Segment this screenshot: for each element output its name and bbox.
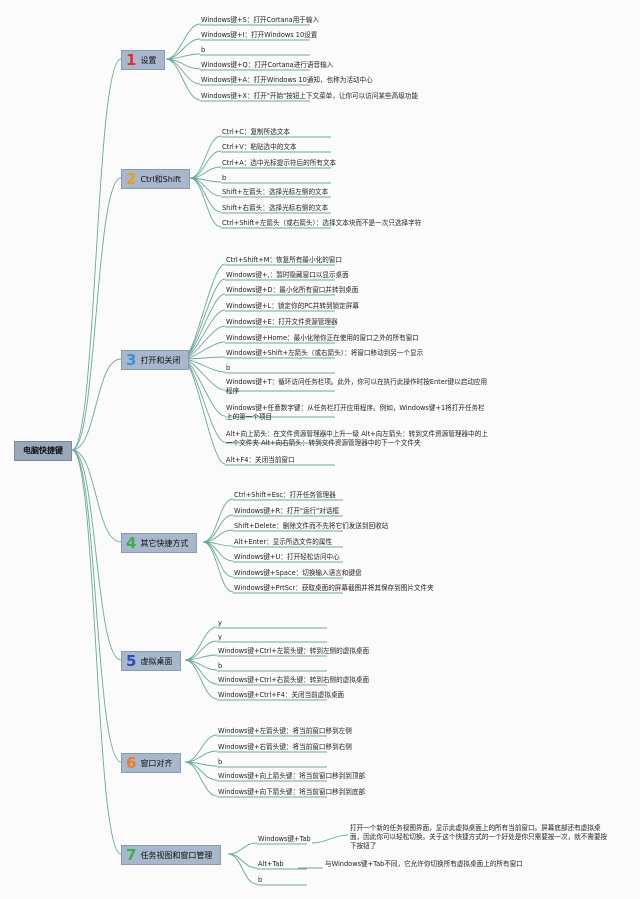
connector xyxy=(165,23,201,60)
leaf-item: Windows键+E：打开文件资源管理器 xyxy=(226,318,338,326)
leaf-item: Ctrl+Shift+左箭头（或右箭头）：选择文本块而不是一次只选择字符 xyxy=(222,219,422,227)
leaf-item: Windows键+Tab xyxy=(258,835,311,843)
leaf-item: Windows键+T：循环访问任务栏项。此外，你可以在执行此操作时按Enter键… xyxy=(226,378,488,395)
connector xyxy=(189,135,222,179)
leaf-item: Shift+左箭头：选择光标左侧的文本 xyxy=(222,188,329,196)
leaf-item: Windows键+右箭头键：将当前窗口移到右侧 xyxy=(218,743,352,751)
leaf-item: b xyxy=(201,46,206,54)
connector xyxy=(189,177,222,197)
connector xyxy=(184,659,218,700)
leaf-item: Windows键+PrtScr：获取桌面的屏幕截图并将其保存到图片文件夹 xyxy=(234,584,434,592)
connector xyxy=(202,541,234,562)
connector xyxy=(311,834,349,844)
connector xyxy=(202,541,234,578)
leaf-item: b xyxy=(222,174,227,182)
leaf-item: y xyxy=(218,619,222,627)
topic-number: 1 xyxy=(126,51,137,69)
connector xyxy=(202,498,234,543)
connector xyxy=(71,449,122,855)
leaf-item: y xyxy=(218,633,222,641)
leaf-detail: 打开一个新的任务视图界面，显示此虚拟桌面上的所有当前窗口。屏幕底部还有虚拟桌面，… xyxy=(350,824,608,850)
leaf-item: Ctrl+Shift+M：恢复所有最小化的窗口 xyxy=(226,256,342,264)
leaf-item: Ctrl+C：复制所选文本 xyxy=(222,128,291,136)
leaf-item: Alt+F4：关闭当前窗口 xyxy=(226,456,295,464)
connector xyxy=(184,761,218,797)
connector xyxy=(71,358,122,451)
connector xyxy=(184,734,218,763)
leaf-item: Windows键+Ctrl+左箭头键：转到左侧的虚拟桌面 xyxy=(218,647,370,655)
connector xyxy=(202,514,234,543)
leaf-item: b xyxy=(218,758,223,766)
leaf-item: b xyxy=(218,662,223,670)
leaf-detail: 与Windows键+Tab不同，它允许你切换所有虚拟桌面上的所有窗口 xyxy=(325,860,523,868)
leaf-item: Windows键+D：最小化所有窗口并转到桌面 xyxy=(226,286,359,294)
connector xyxy=(181,278,226,360)
connector xyxy=(165,58,201,101)
leaf-item: Windows键+U：打开轻松访问中心 xyxy=(234,553,340,561)
leaf-item: Alt+向上箭头：在文件资源管理器中上升一级 Alt+向左箭头：转到文件资源管理… xyxy=(226,430,488,447)
leaf-item: Ctrl+V：粘贴选中的文本 xyxy=(222,143,297,151)
leaf-item: Windows键+左箭头键：将当前窗口移到左侧 xyxy=(218,727,352,735)
root-node: 电脑快捷键 xyxy=(14,441,72,461)
topic-number: 4 xyxy=(126,534,137,552)
topic-number: 5 xyxy=(126,652,137,670)
topic-number: 3 xyxy=(126,351,137,369)
leaf-item: Windows键+Home：最小化除你正在使用的窗口之外的所有窗口 xyxy=(226,334,419,342)
leaf-item: Windows键+Shift+左箭头（或右箭头）：将窗口移动到另一个显示 xyxy=(226,349,424,357)
connector xyxy=(227,853,258,869)
leaf-item: Windows键+S：打开Cortana用于输入 xyxy=(201,16,320,24)
connector xyxy=(227,853,258,885)
topic-number: 7 xyxy=(126,846,137,864)
connector xyxy=(71,449,122,543)
leaf-item: b xyxy=(226,364,231,372)
connector xyxy=(71,177,122,451)
leaf-item: Windows键+,：暂时隐藏窗口以显示桌面 xyxy=(226,271,349,279)
leaf-item: Ctrl+Shift+Esc：打开任务管理器 xyxy=(234,491,336,499)
leaf-item: Windows键+I：打开Windows 10设置 xyxy=(201,31,318,39)
leaf-item: Windows键+R：打开"运行"对话框 xyxy=(234,507,339,515)
leaf-item: Ctrl+A：选中光标提示符后的所有文本 xyxy=(222,159,337,167)
leaf-item: Windows键+向下箭头键：将当前窗口移到到底部 xyxy=(218,788,366,796)
leaf-item: Windows键+Q：打开Cortana进行语音输入 xyxy=(201,61,334,69)
leaf-item: Shift+右箭头：选择光标右侧的文本 xyxy=(222,204,329,212)
connector xyxy=(189,150,222,179)
leaf-item: Windows键+X：打开"开始"按钮上下文菜单，让你可以访问某些高级功能 xyxy=(201,92,418,100)
connector xyxy=(227,842,258,855)
connector xyxy=(71,449,122,763)
leaf-item: Shift+Delete：删除文件而不先将它们发送到回收站 xyxy=(234,522,389,530)
topic-number: 2 xyxy=(126,170,137,188)
connector xyxy=(71,58,122,451)
leaf-item: Windows键+向上箭头键：将当前窗口移到到顶部 xyxy=(218,772,366,780)
connector xyxy=(71,449,122,661)
connector xyxy=(181,263,226,360)
connector xyxy=(202,541,234,593)
leaf-item: Windows键+任意数字键：从任务栏打开应用程序。例如，Windows键+1将… xyxy=(226,404,485,421)
leaf-item: Windows键+Ctrl+F4：关闭当前虚拟桌面 xyxy=(218,691,345,699)
leaf-item: Windows键+Ctrl+右箭头键：转到右侧的虚拟桌面 xyxy=(218,676,370,684)
leaf-item: Alt+Tab xyxy=(258,860,284,868)
leaf-item: Windows键+Space：切换输入语言和键盘 xyxy=(234,569,362,577)
connector xyxy=(184,761,218,781)
leaf-item: b xyxy=(258,876,263,884)
leaf-item: Windows键+A：打开Windows 10通知，也称为活动中心 xyxy=(201,76,373,84)
leaf-item: Windows键+L：锁定你的PC并转到锁定屏幕 xyxy=(226,302,359,310)
connector xyxy=(184,626,218,661)
leaf-item: Alt+Enter：显示所选文件的属性 xyxy=(234,538,333,546)
connector xyxy=(189,177,222,228)
topic-number: 6 xyxy=(126,754,137,772)
